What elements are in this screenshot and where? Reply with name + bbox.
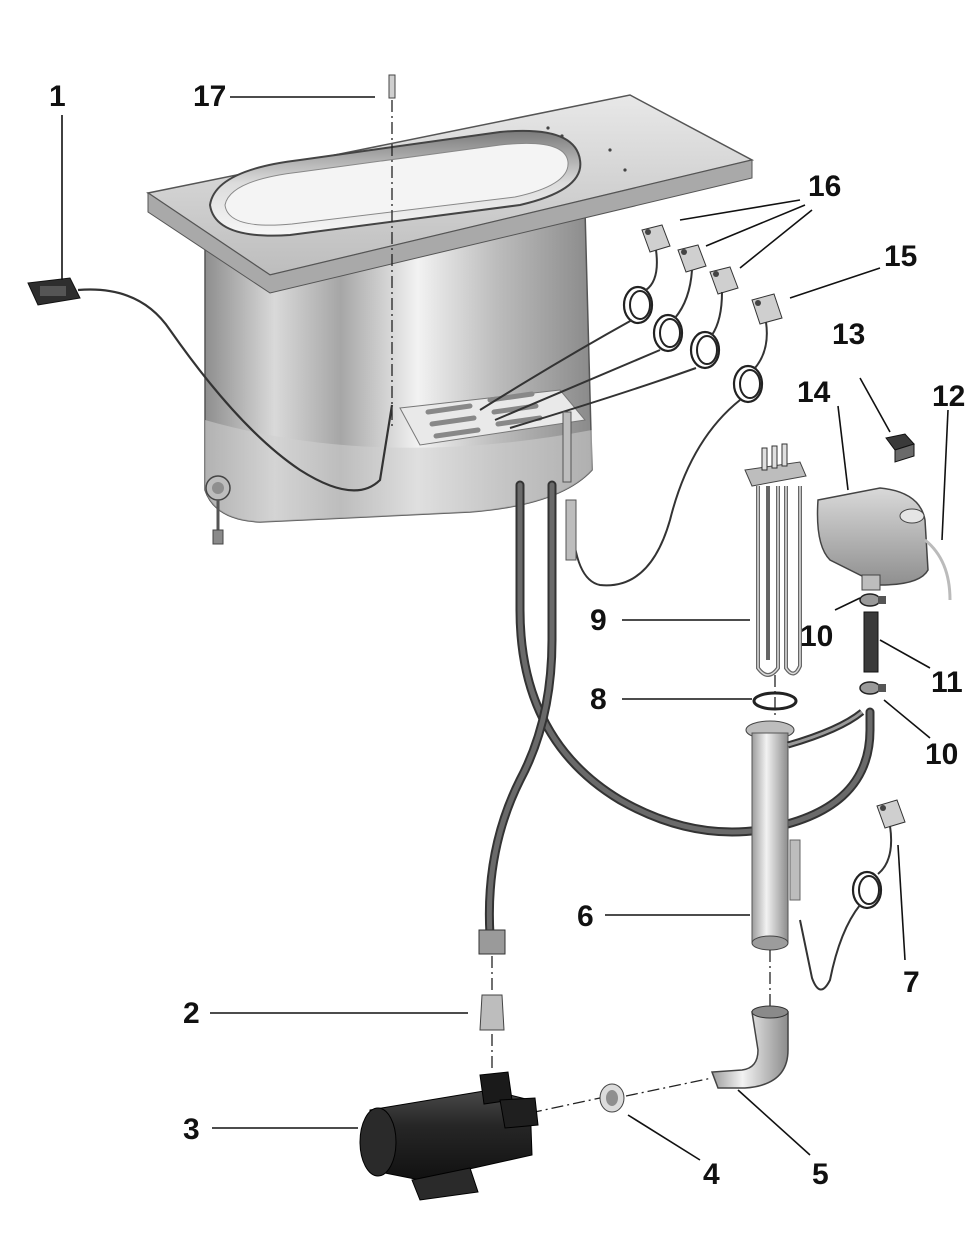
part-10-clamp-lower (859, 681, 886, 695)
part-3-pump (359, 1071, 539, 1201)
callout-13: 13 (832, 318, 866, 351)
callout-14: 14 (797, 376, 831, 409)
part-8-o-ring (752, 691, 798, 711)
callout-15: 15 (884, 240, 918, 273)
callout-12: 12 (932, 380, 966, 413)
callout-8: 8 (590, 683, 607, 716)
callout-11: 11 (931, 666, 963, 699)
part-14-reservoir (816, 487, 952, 601)
part-2-connector (478, 929, 506, 1070)
part-11-hose (863, 611, 879, 673)
leader-lines (61, 96, 949, 1161)
callout-1: 1 (49, 80, 66, 113)
callout-3: 3 (183, 1113, 200, 1146)
callout-10-upper: 10 (800, 620, 834, 653)
part-15-thermostat (562, 293, 783, 587)
part-6-heater-tube (745, 709, 865, 1010)
callout-6: 6 (577, 900, 594, 933)
part-1-switch (27, 277, 394, 492)
part-7-thermostat (799, 799, 906, 991)
callout-16: 16 (808, 170, 842, 203)
callout-5: 5 (812, 1158, 829, 1191)
callout-17: 17 (193, 80, 227, 113)
part-13-cap (885, 433, 915, 463)
tank (146, 94, 755, 545)
callout-4: 4 (703, 1158, 720, 1191)
part-9-heating-element (744, 443, 807, 715)
part-5-elbow (710, 1005, 789, 1089)
part-4-fitting (529, 1077, 713, 1114)
part-16-thermostats (479, 224, 739, 429)
callout-10-lower: 10 (925, 738, 959, 771)
hoses (484, 480, 875, 940)
callout-9: 9 (590, 604, 607, 637)
callout-2: 2 (183, 997, 200, 1030)
part-17-pin (388, 74, 396, 430)
part-10-clamp-upper (859, 593, 886, 607)
callout-7: 7 (903, 966, 920, 999)
